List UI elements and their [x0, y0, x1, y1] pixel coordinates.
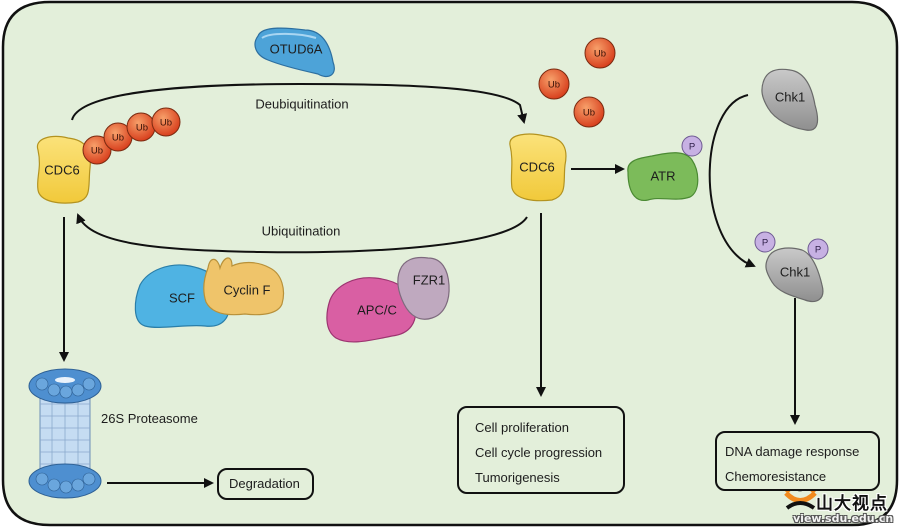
- atr-phosphate: [681, 135, 703, 157]
- atr-label: ATR: [650, 168, 676, 184]
- proteasome-shape: [28, 368, 102, 499]
- degradation-box: Degradation: [217, 468, 314, 500]
- fzr1-shape: [397, 256, 450, 320]
- effect-item: Chemoresistance: [725, 469, 827, 484]
- ub-label: Ub: [159, 117, 173, 129]
- ubiquitin-chain: [82, 107, 181, 165]
- ub-label: Ub: [90, 145, 104, 157]
- effect-item: Cell cycle progression: [475, 445, 603, 460]
- cdc6-effects-box: Cell proliferation Cell cycle progressio…: [457, 406, 625, 494]
- atr-shape: [627, 152, 699, 201]
- ub-label: Ub: [135, 122, 149, 134]
- phosphate-label: P: [688, 141, 696, 153]
- otud6a-label: OTUD6A: [269, 41, 323, 57]
- degradation-label: Degradation: [229, 476, 300, 491]
- phosphate-label: P: [814, 244, 822, 256]
- chk1-top-shape: [761, 68, 819, 131]
- cdc6-right-label: CDC6: [519, 159, 555, 175]
- scf-label: SCF: [169, 290, 195, 306]
- deubiquitination-arrow: [71, 82, 528, 124]
- proteasome-label: 26S Proteasome: [101, 411, 198, 426]
- cyclin-f-label: Cyclin F: [223, 282, 271, 298]
- fzr1-label: FZR1: [412, 272, 446, 288]
- ub-label: Ub: [547, 79, 561, 91]
- chk1-bottom-shape: [765, 247, 824, 303]
- chk1-phosphate-right: [807, 238, 829, 260]
- chk1-top-label: Chk1: [774, 89, 806, 105]
- chk1-effects-box: DNA damage response Chemoresistance: [715, 431, 880, 491]
- cdc6-left-shape: [36, 135, 91, 204]
- watermark-chinese: 山大视点: [816, 494, 888, 514]
- effect-item: Tumorigenesis: [475, 470, 560, 485]
- cdc6-right-shape: [509, 133, 567, 202]
- apc-c-label: APC/C: [357, 302, 397, 318]
- chk1-phosphate-left: [754, 231, 776, 253]
- deubiquitination-label: Deubiquitination: [255, 96, 349, 112]
- watermark-url: view.sdu.edu.cn: [793, 512, 894, 525]
- phosphate-label: P: [761, 237, 769, 249]
- ubiquitination-label: Ubiquitination: [261, 223, 341, 239]
- ubiquitination-arrow: [76, 213, 528, 254]
- arrow-chk1-phosphorylation: [708, 94, 756, 268]
- free-ubiquitins: [538, 37, 616, 128]
- chk1-bottom-label: Chk1: [779, 264, 811, 280]
- effect-item: Cell proliferation: [475, 420, 569, 435]
- ub-label: Ub: [111, 132, 125, 144]
- cyclin-f-shape: [203, 257, 285, 316]
- ub-label: Ub: [582, 107, 596, 119]
- ub-label: Ub: [593, 48, 607, 60]
- apc-c-shape: [326, 277, 417, 343]
- effect-item: DNA damage response: [725, 444, 860, 459]
- otud6a-shape: [254, 27, 335, 78]
- cdc6-left-label: CDC6: [44, 162, 80, 178]
